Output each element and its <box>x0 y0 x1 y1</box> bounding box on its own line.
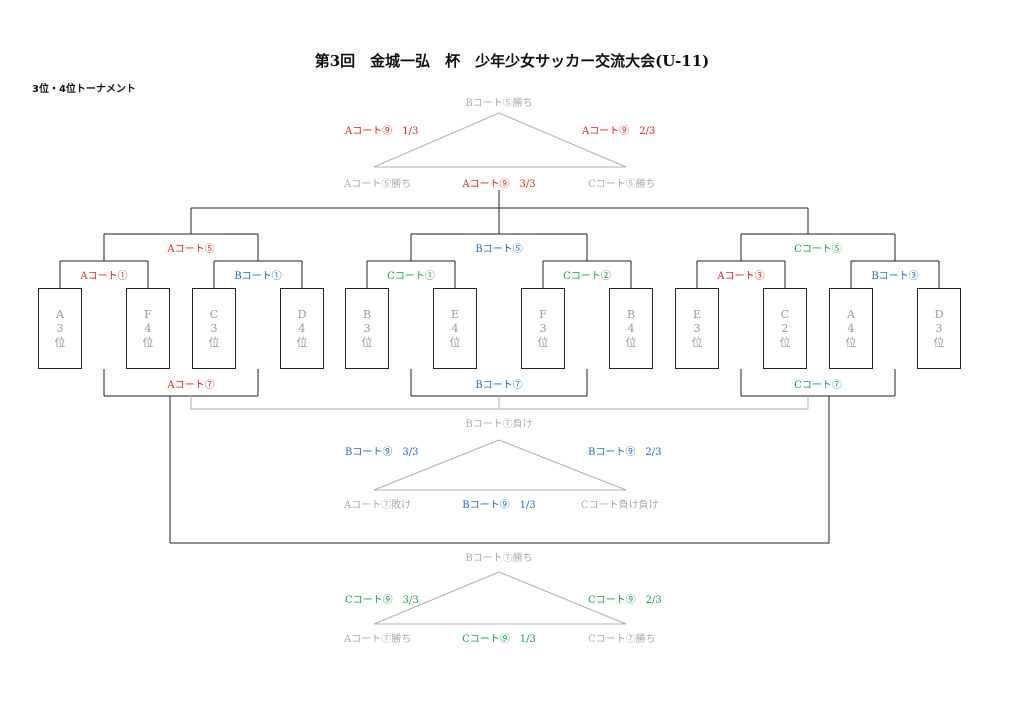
bracket-label-c2: Cコート② <box>563 271 611 282</box>
bracket-label-b5: Bコート⑤ <box>475 244 523 255</box>
team-box: C 3 位 <box>192 288 236 369</box>
team-box: B 4 位 <box>609 288 653 369</box>
bracket-label-c1: Cコート① <box>387 271 435 282</box>
bracket-label-a5: Aコート⑤ <box>167 244 215 255</box>
team-pos: 位 <box>537 335 549 349</box>
team-code: C <box>209 307 219 321</box>
team-rank: 4 <box>451 321 459 335</box>
bracket-label-c7: Cコート⑦ <box>794 380 842 391</box>
top-triangle-bottom-match: Aコート⑨ 3/3 <box>462 179 536 190</box>
team-rank: 3 <box>363 321 371 335</box>
page-subtitle: 3位・4位トーナメント <box>32 84 136 95</box>
team-box: F 3 位 <box>521 288 565 369</box>
bottom-triangle-right-match: Cコート⑨ 2/3 <box>588 595 662 606</box>
mid-triangle-right-match: Bコート⑨ 2/3 <box>588 447 662 458</box>
team-pos: 位 <box>361 335 373 349</box>
team-rank: 2 <box>781 321 789 335</box>
mid-triangle-left-team: Aコート⑦敗け <box>344 500 412 511</box>
team-rank: 3 <box>539 321 547 335</box>
bracket-label-b3: Bコート③ <box>871 271 919 282</box>
bracket-label-a7: Aコート⑦ <box>167 380 215 391</box>
team-pos: 位 <box>296 335 308 349</box>
top-triangle-right-team: Cコート⑤勝ち <box>588 179 656 190</box>
mid-triangle-bottom-match: Bコート⑨ 1/3 <box>462 500 536 511</box>
team-rank: 4 <box>627 321 635 335</box>
team-code: C <box>780 307 790 321</box>
team-box: F 4 位 <box>126 288 170 369</box>
team-pos: 位 <box>691 335 703 349</box>
bottom-triangle-left-match: Cコート⑨ 3/3 <box>345 595 419 606</box>
team-pos: 位 <box>54 335 66 349</box>
mid-triangle-left-match: Bコート⑨ 3/3 <box>345 447 419 458</box>
team-rank: 4 <box>847 321 855 335</box>
team-box: B 3 位 <box>345 288 389 369</box>
team-pos: 位 <box>845 335 857 349</box>
team-code: A <box>847 307 855 321</box>
team-pos: 位 <box>779 335 791 349</box>
team-pos: 位 <box>933 335 945 349</box>
team-rank: 3 <box>935 321 943 335</box>
team-rank: 3 <box>56 321 64 335</box>
top-triangle <box>373 112 627 168</box>
team-code: F <box>539 307 547 321</box>
team-rank: 3 <box>693 321 701 335</box>
mid-triangle-top-label: Bコート⑦負け <box>465 419 533 430</box>
team-code: E <box>450 307 460 321</box>
team-pos: 位 <box>449 335 461 349</box>
top-triangle-top-label: Bコート⑤勝ち <box>465 98 533 109</box>
team-code: D <box>297 307 307 321</box>
bracket-label-b1: Bコート① <box>234 271 282 282</box>
team-code: B <box>626 307 636 321</box>
team-code: F <box>144 307 152 321</box>
team-rank: 4 <box>144 321 152 335</box>
bracket-label-a1: Aコート① <box>80 271 128 282</box>
team-box: D 3 位 <box>917 288 961 369</box>
bottom-triangle-bottom-match: Cコート⑨ 1/3 <box>462 634 536 645</box>
bottom-triangle-left-team: Aコート⑦勝ち <box>344 634 412 645</box>
team-code: D <box>934 307 944 321</box>
team-box: A 3 位 <box>38 288 82 369</box>
team-box: E 4 位 <box>433 288 477 369</box>
bottom-triangle <box>373 571 627 625</box>
team-rank: 4 <box>298 321 306 335</box>
page-title: 第3回 金城一弘 杯 少年少女サッカー交流大会(U-11) <box>314 52 710 70</box>
top-triangle-left-match: Aコート⑨ 1/3 <box>345 126 419 137</box>
team-box: C 2 位 <box>763 288 807 369</box>
team-box: A 4 位 <box>829 288 873 369</box>
team-pos: 位 <box>208 335 220 349</box>
mid-triangle <box>373 439 627 491</box>
top-triangle-right-match: Aコート⑨ 2/3 <box>582 126 656 137</box>
top-triangle-left-team: Aコート⑤勝ち <box>344 179 412 190</box>
bracket-label-b7: Bコート⑦ <box>475 380 523 391</box>
bottom-triangle-right-team: Cコート⑦勝ち <box>588 634 656 645</box>
team-code: B <box>362 307 372 321</box>
team-code: E <box>692 307 702 321</box>
team-rank: 3 <box>210 321 218 335</box>
bracket-label-a3: Aコート③ <box>717 271 765 282</box>
team-box: D 4 位 <box>280 288 324 369</box>
team-box: E 3 位 <box>675 288 719 369</box>
team-code: A <box>56 307 64 321</box>
team-pos: 位 <box>142 335 154 349</box>
bracket-label-c5: Cコート⑤ <box>794 244 842 255</box>
mid-triangle-right-team: Cコート負け負け <box>581 500 659 511</box>
bottom-triangle-top-label: Bコート⑦勝ち <box>465 553 533 564</box>
team-pos: 位 <box>625 335 637 349</box>
